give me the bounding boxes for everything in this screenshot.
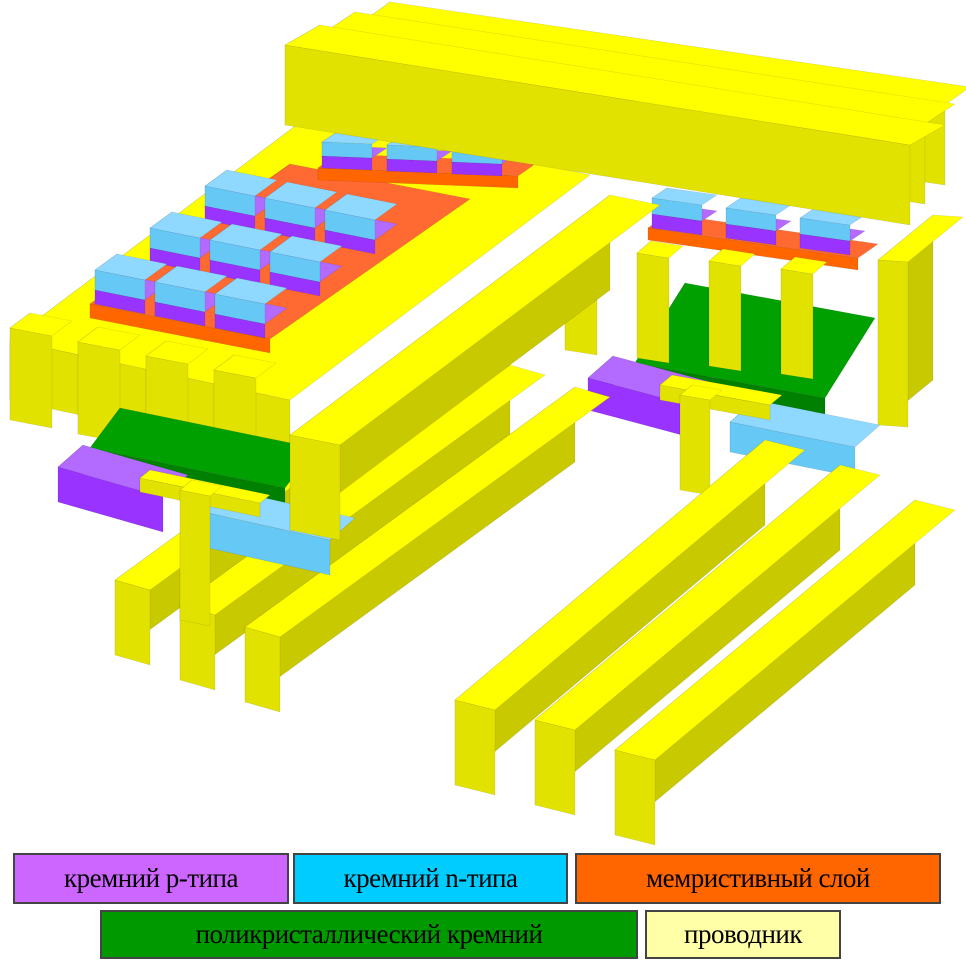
left-rail-3-front-face — [244, 626, 281, 713]
right-gate-fin-front-face — [636, 252, 670, 364]
left-gate-fin — [77, 326, 141, 443]
left-p-type-region — [57, 444, 189, 533]
left-front-beam-front-face — [289, 434, 341, 541]
right-gate-fin — [780, 256, 828, 380]
left-gate-fin-front-face — [9, 327, 53, 429]
right-rail-3-front-face — [614, 749, 656, 845]
left-cell-n-type-top-face — [214, 277, 288, 305]
right-tall-conductor — [877, 214, 964, 428]
legend-p-type-silicon: кремний p-типа — [13, 853, 289, 904]
left-cell-n-type-top-face — [154, 265, 228, 293]
left-cell-n-type-top-face — [264, 181, 338, 209]
right-gate-fin-front-face — [708, 260, 742, 372]
left-cell-n-type — [209, 223, 283, 271]
legend-label: кремний p-типа — [64, 863, 238, 893]
legend-n-type-silicon: кремний n-типа — [293, 853, 568, 904]
legend-conductor: проводник — [645, 910, 841, 959]
right-rail-3 — [614, 499, 956, 845]
right-rail-2-front-face — [534, 719, 576, 816]
right-cell-n-type — [651, 187, 718, 222]
left-gate-fin-top-face — [213, 354, 277, 379]
top-rail-1-top-face — [284, 24, 946, 146]
left-cell-n-type-top-face — [324, 193, 398, 221]
right-gate-fin-top-face — [780, 256, 828, 275]
memristor-crossbar-3d-diagram — [9, 1, 966, 845]
right-rail-1-front-face — [454, 699, 496, 796]
left-gate-fin-top-face — [145, 340, 209, 365]
left-t-stem-front-face — [179, 489, 211, 627]
right-tall-conductor-front-face — [877, 259, 909, 428]
left-cell-n-type — [324, 193, 398, 241]
left-gate-fin-top-face — [77, 326, 141, 351]
right-gate-fin — [708, 248, 756, 372]
back-cell-n-type-front-face — [321, 141, 373, 159]
left-cell-n-type — [264, 181, 338, 229]
right-rail-2-top-face — [534, 464, 881, 731]
left-cell-n-type-top-face — [209, 223, 283, 251]
back-cell-p-type-front-face — [386, 158, 438, 174]
left-cell-n-type — [269, 235, 343, 283]
left-gate-fin — [9, 312, 73, 429]
right-gate-fin — [636, 240, 684, 364]
legend-polysilicon: поликристаллический кремний — [100, 910, 638, 959]
right-cell-n-type-top-face — [651, 187, 718, 206]
legend-memristive-layer: мемристивный слой — [575, 853, 941, 904]
right-rail-1 — [454, 439, 806, 796]
left-cell-n-type-top-face — [269, 235, 343, 263]
left-gate-fin-top-face — [9, 312, 73, 337]
right-rail-1-top-face — [454, 439, 806, 711]
left-cell-n-type — [214, 277, 288, 325]
left-cell-n-type — [94, 253, 168, 301]
right-rail-2 — [534, 464, 881, 816]
left-cell-n-type — [149, 211, 223, 259]
left-front-beam-top-face — [289, 194, 661, 446]
right-t-stem-top-face — [679, 384, 723, 401]
left-cell-n-type — [204, 169, 278, 217]
right-gate-fin-top-face — [636, 240, 684, 259]
legend-label: проводник — [684, 919, 803, 949]
legend-label: кремний n-типа — [343, 863, 518, 893]
left-rail-3-top-face — [244, 386, 611, 638]
left-t-stem — [179, 479, 223, 627]
back-cell-p-type-front-face — [451, 161, 503, 177]
right-cell-n-type — [725, 197, 792, 232]
top-rail-1 — [284, 24, 946, 226]
right-t-stem-front-face — [679, 394, 711, 496]
left-t-stem-top-face — [179, 479, 223, 497]
right-tall-conductor-top-face — [877, 214, 964, 263]
back-cell-p-type-front-face — [321, 155, 373, 171]
left-rail-1-front-face — [114, 579, 151, 666]
left-cell-n-type — [154, 265, 228, 313]
right-cell-n-type — [799, 207, 866, 242]
left-rail-3 — [244, 386, 611, 713]
legend-label: поликристаллический кремний — [195, 919, 543, 949]
right-rail-3-top-face — [614, 499, 956, 761]
left-cell-n-type-top-face — [204, 169, 278, 197]
left-cell-n-type-top-face — [94, 253, 168, 281]
right-t-stem — [679, 384, 723, 496]
legend-label: мемристивный слой — [646, 863, 870, 893]
back-cell-n-type — [321, 131, 388, 159]
left-front-beam — [289, 194, 661, 541]
right-gate-fin-front-face — [780, 268, 814, 380]
left-cell-n-type-top-face — [149, 211, 223, 239]
right-gate-fin-top-face — [708, 248, 756, 267]
